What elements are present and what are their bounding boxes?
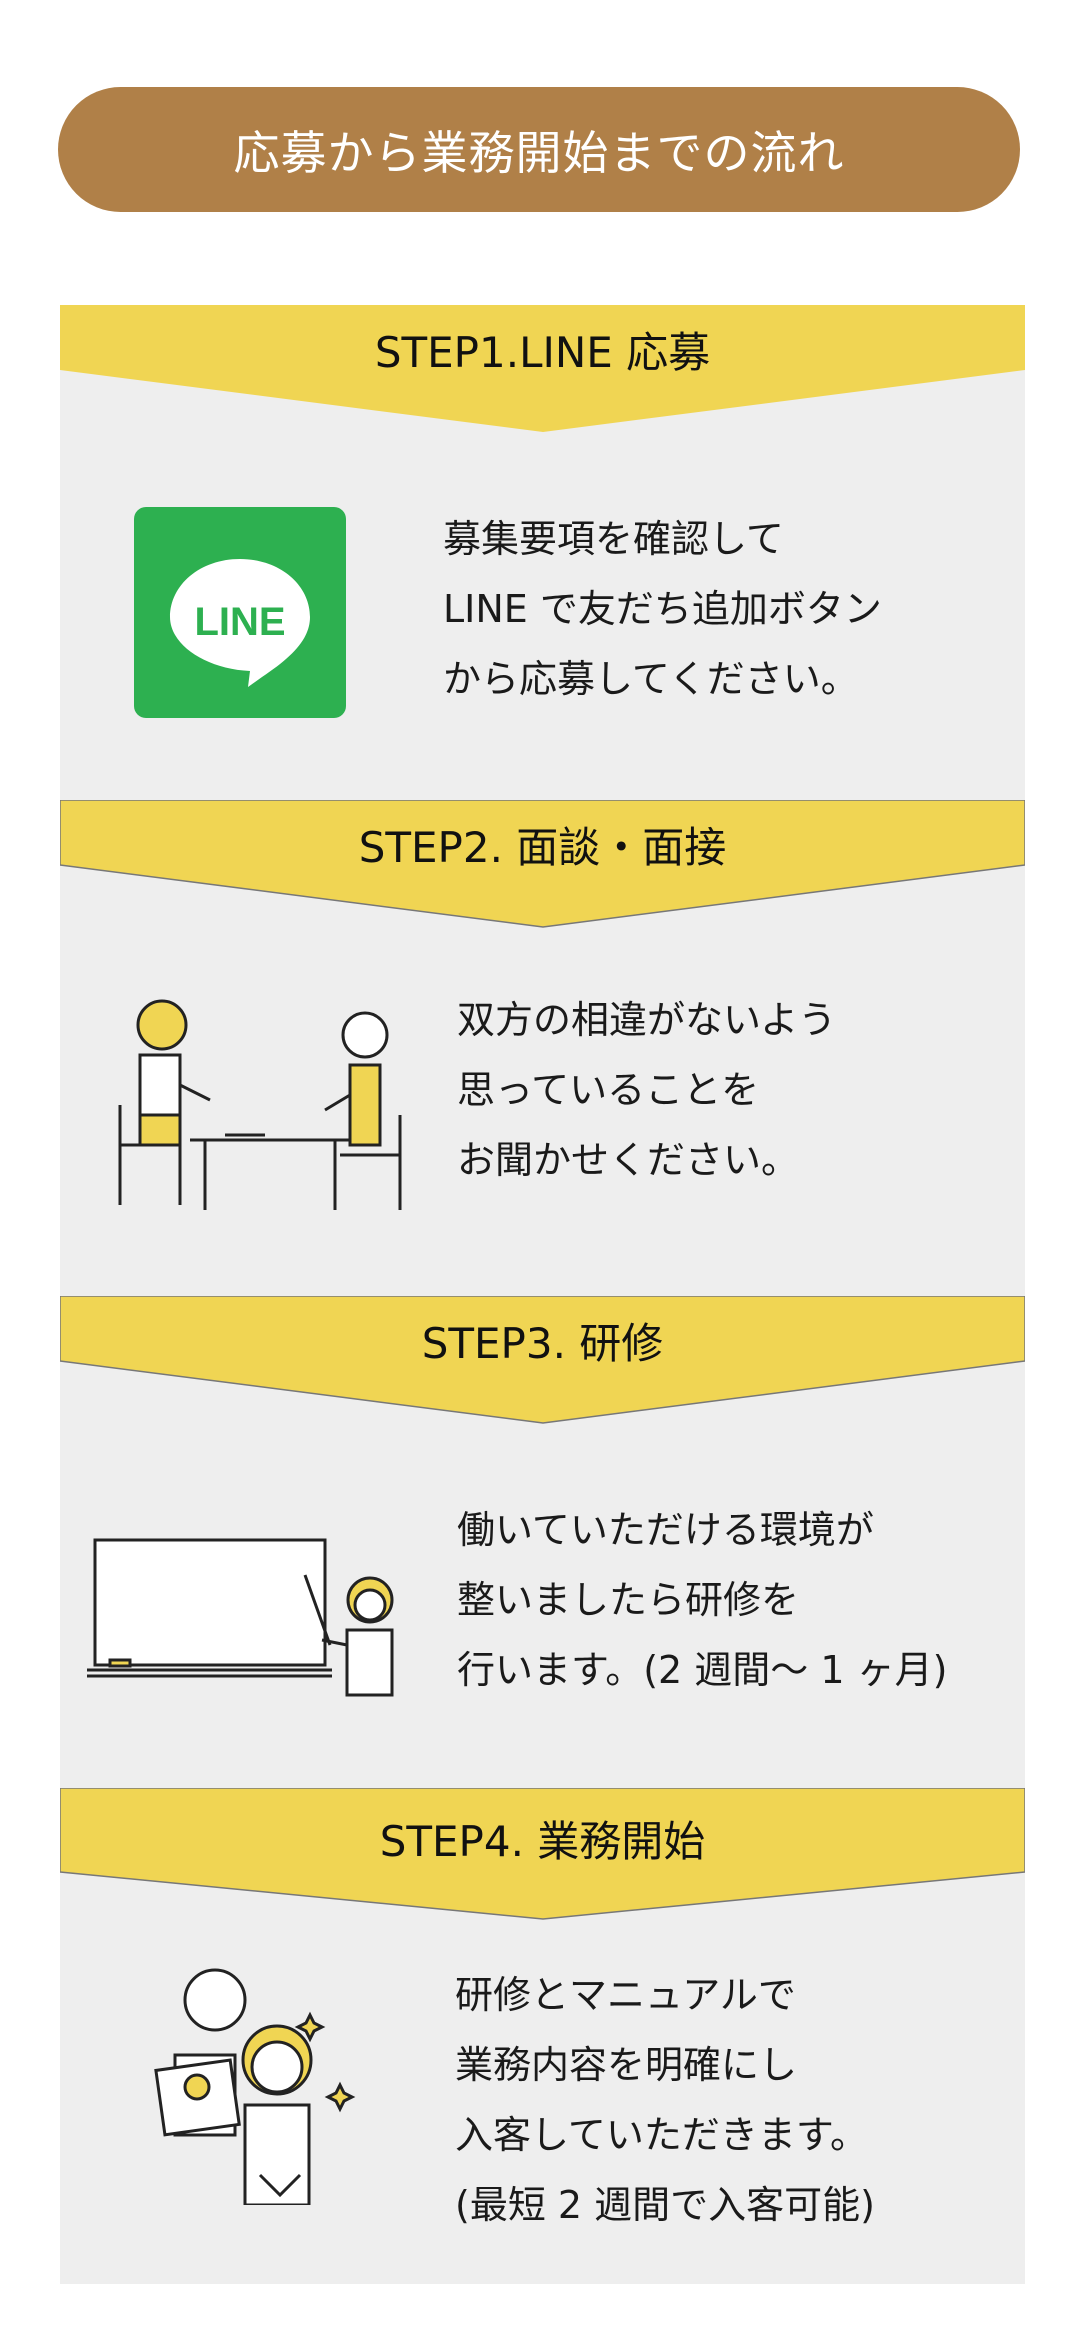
- whiteboard-training-illustration: [85, 1530, 415, 1704]
- step3-title: STEP3. 研修: [421, 1319, 664, 1368]
- page-title: 応募から業務開始までの流れ: [58, 87, 1020, 212]
- step1-banner: STEP1.LINE 応募: [60, 305, 1025, 433]
- text-line: 業務内容を明確にし: [455, 2043, 798, 2087]
- step4-title: STEP4. 業務開始: [379, 1817, 706, 1866]
- step2-title: STEP2. 面談・面接: [358, 823, 727, 872]
- text-line: (最短 2 週間で入客可能): [455, 2183, 875, 2227]
- text-line: LINE で友だち追加ボタン: [443, 587, 882, 631]
- step2-description: 双方の相違がないよう 思っていることを お聞かせください。: [457, 985, 836, 1195]
- step4-banner: STEP4. 業務開始: [60, 1788, 1025, 1920]
- text-line: 思っていることを: [457, 1068, 760, 1112]
- text-line: から応募してください。: [443, 657, 859, 701]
- line-app-icon[interactable]: LINE: [134, 507, 346, 718]
- svg-text:LINE: LINE: [194, 600, 285, 644]
- step1-description: 募集要項を確認して LINE で友だち追加ボタン から応募してください。: [443, 504, 882, 714]
- interview-illustration: [110, 995, 410, 1219]
- start-work-illustration: [145, 1955, 365, 2209]
- text-line: 入客していただきます。: [455, 2113, 869, 2157]
- step3-banner: STEP3. 研修: [60, 1296, 1025, 1424]
- text-line: 整いましたら研修を: [457, 1578, 800, 1622]
- step1-title: STEP1.LINE 応募: [374, 328, 711, 377]
- step3-description: 働いていただける環境が 整いましたら研修を 行います。(2 週間〜 1 ヶ月): [457, 1495, 947, 1705]
- text-line: 双方の相違がないよう: [457, 998, 837, 1042]
- text-line: 研修とマニュアルで: [455, 1973, 796, 2017]
- step4-description: 研修とマニュアルで 業務内容を明確にし 入客していただきます。 (最短 2 週間…: [455, 1960, 875, 2240]
- text-line: お聞かせください。: [457, 1138, 800, 1182]
- text-line: 働いていただける環境が: [457, 1508, 874, 1552]
- text-line: 募集要項を確認して: [443, 517, 784, 561]
- text-line: 行います。(2 週間〜 1 ヶ月): [457, 1648, 948, 1692]
- step2-banner: STEP2. 面談・面接: [60, 800, 1025, 928]
